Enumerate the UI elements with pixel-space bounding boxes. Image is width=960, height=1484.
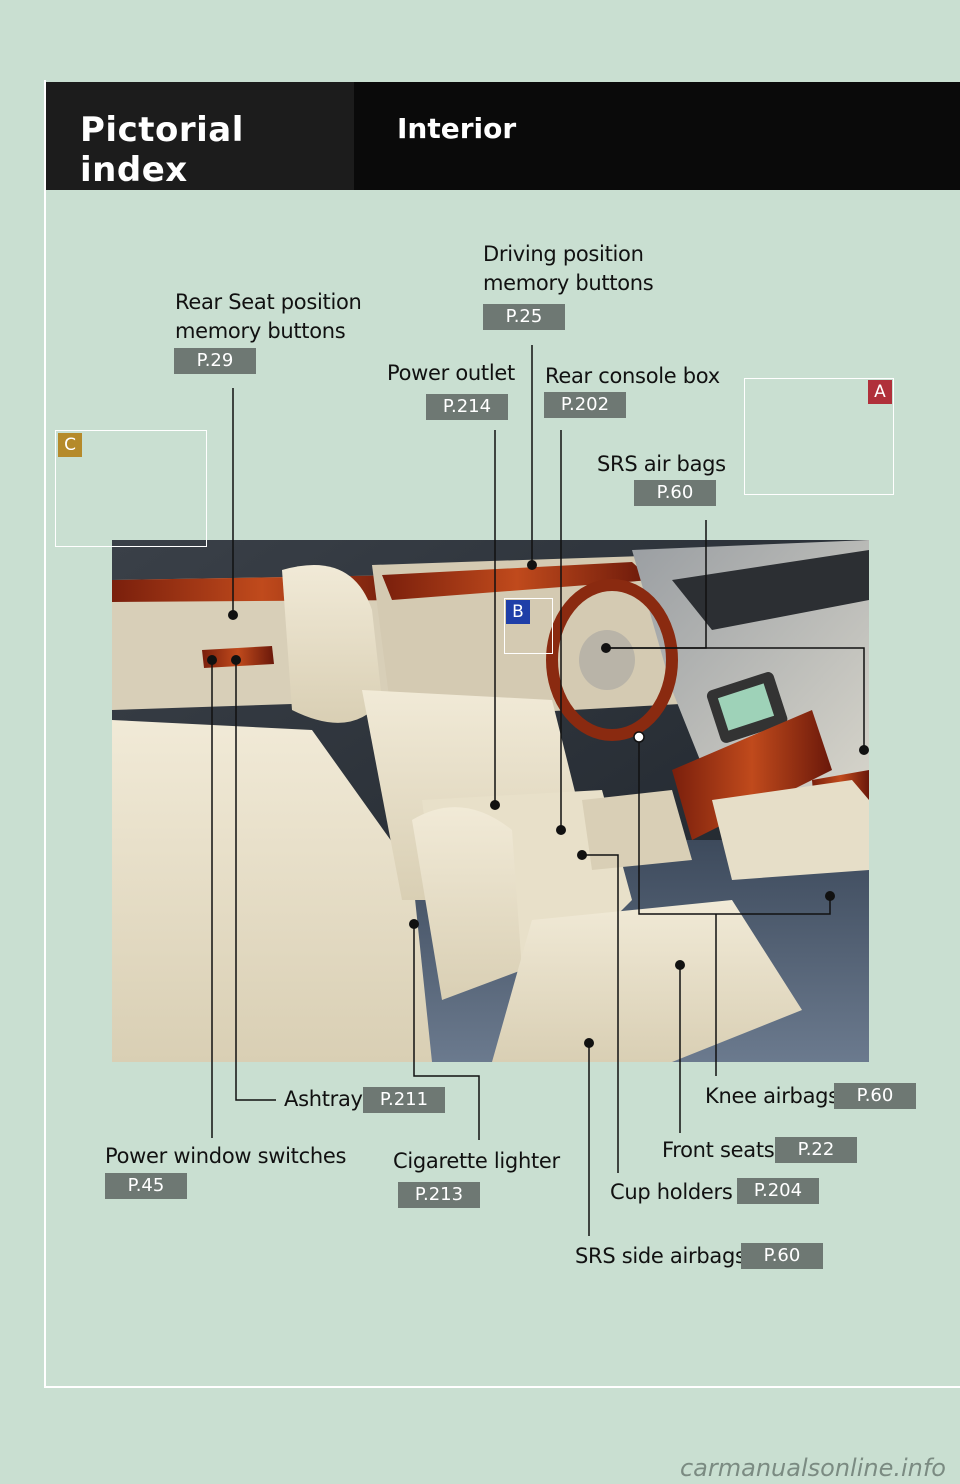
reference-box-a: [744, 378, 894, 495]
page-title: Pictorial index: [80, 110, 244, 190]
srs-airbags-page[interactable]: P.60: [634, 480, 716, 506]
driving-memory-page[interactable]: P.25: [483, 304, 565, 330]
front-seats-page[interactable]: P.22: [775, 1137, 857, 1163]
rear-console-page[interactable]: P.202: [544, 392, 626, 418]
rear-console-label: Rear console box: [545, 364, 720, 388]
driving-memory-label-1: Driving position: [483, 242, 644, 266]
power-outlet-page[interactable]: P.214: [426, 394, 508, 420]
reference-box-b: [504, 598, 553, 654]
ashtray-page[interactable]: P.211: [363, 1087, 445, 1113]
interior-photo: [112, 540, 869, 1062]
marker-b: B: [506, 600, 530, 624]
cigarette-lighter-label: Cigarette lighter: [393, 1149, 560, 1173]
ashtray-label: Ashtray: [284, 1087, 363, 1111]
power-window-label: Power window switches: [105, 1144, 347, 1168]
srs-side-airbags-label: SRS side airbags: [575, 1244, 746, 1268]
front-seats-label: Front seats: [662, 1138, 775, 1162]
cigarette-lighter-page[interactable]: P.213: [398, 1182, 480, 1208]
page-frame: [44, 80, 960, 1388]
rear-seat-memory-label-2: memory buttons: [175, 319, 346, 343]
cup-holders-label: Cup holders: [610, 1180, 733, 1204]
watermark: carmanualsonline.info: [679, 1454, 946, 1482]
knee-airbags-page[interactable]: P.60: [834, 1083, 916, 1109]
power-window-page[interactable]: P.45: [105, 1173, 187, 1199]
header-tab: Pictorial index: [46, 82, 354, 190]
page-header: Pictorial index Interior: [46, 82, 960, 190]
rear-seat-memory-page[interactable]: P.29: [174, 348, 256, 374]
knee-airbags-label: Knee airbags: [705, 1084, 839, 1108]
srs-airbags-label: SRS air bags: [597, 452, 726, 476]
power-outlet-label: Power outlet: [387, 361, 515, 385]
reference-box-c: [55, 430, 207, 547]
driving-memory-label-2: memory buttons: [483, 271, 654, 295]
rear-seat-memory-label-1: Rear Seat position: [175, 290, 362, 314]
marker-a: A: [868, 380, 892, 404]
section-title: Interior: [397, 112, 517, 145]
cup-holders-page[interactable]: P.204: [737, 1178, 819, 1204]
srs-side-airbags-page[interactable]: P.60: [741, 1243, 823, 1269]
marker-c: C: [58, 433, 82, 457]
